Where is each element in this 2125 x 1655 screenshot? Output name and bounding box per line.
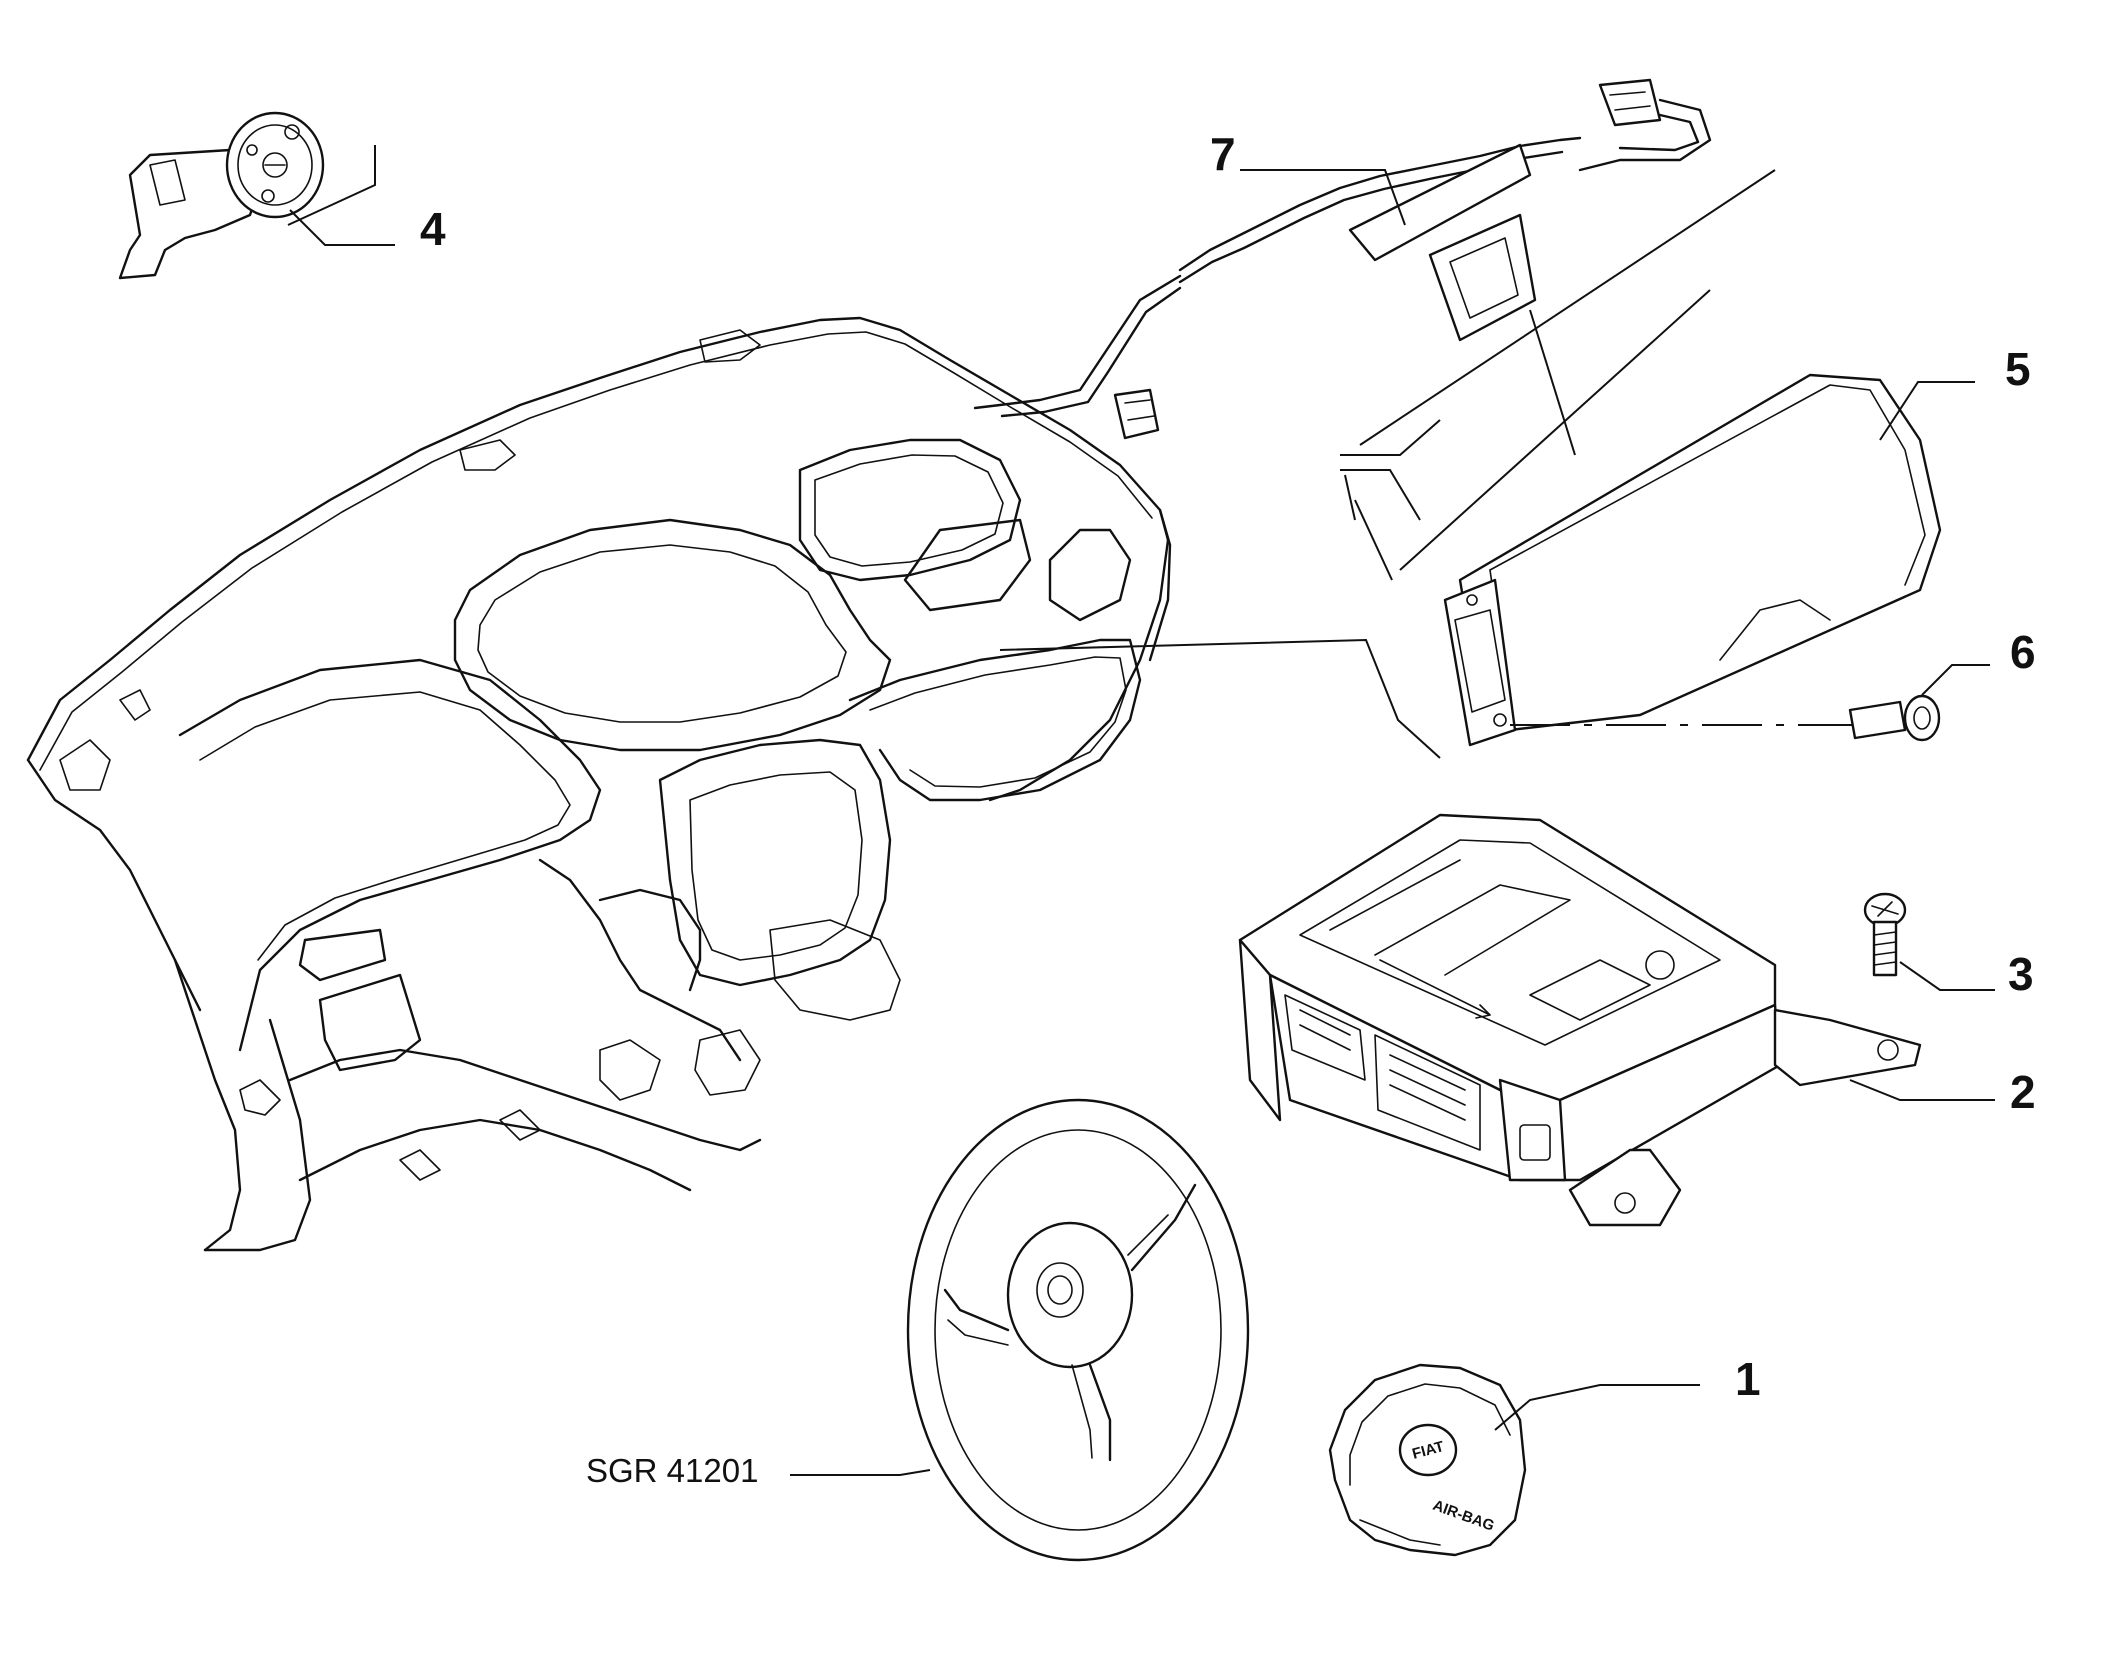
- callout-7: 7: [1210, 128, 1236, 180]
- dashboard-panel: [26, 316, 1172, 1252]
- callout-2: 2: [2010, 1066, 2036, 1118]
- callout-4: 4: [420, 203, 446, 255]
- callout-5: 5: [2005, 343, 2031, 395]
- part-6-bolt: [1510, 664, 1990, 742]
- callout-labels: 1 2 3 4 5 6 7 SGR 41201: [420, 128, 2036, 1489]
- part-4-key-switch: [118, 111, 395, 280]
- callout-6: 6: [2010, 626, 2036, 678]
- part-7-wiring-harness: [973, 78, 1712, 440]
- callout-1: 1: [1735, 1353, 1761, 1405]
- drawing-code: SGR 41201: [586, 1452, 758, 1489]
- part-2-airbag-control-unit: [1238, 813, 1995, 1227]
- steering-wheel: [790, 1098, 1250, 1562]
- part-5-passenger-airbag: [999, 169, 1975, 759]
- callout-3: 3: [2008, 948, 2034, 1000]
- part-3-screw: [1863, 892, 1995, 991]
- part-1-driver-airbag: FIAT AIR-BAG: [1328, 1363, 1700, 1557]
